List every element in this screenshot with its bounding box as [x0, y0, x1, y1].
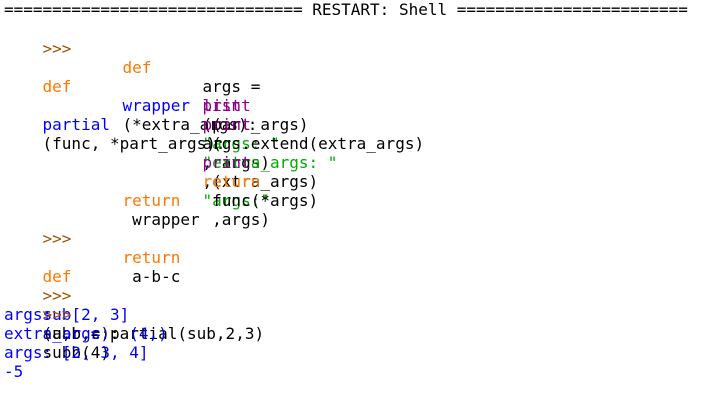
builtin-name: print: [202, 153, 251, 172]
stdout-line: args: [2, 3, 4]: [4, 343, 149, 362]
result-line: -5: [4, 362, 24, 381]
shell-line: >>> def partial (func, *part_args):: [42, 39, 226, 153]
string-literal: "args:": [202, 191, 270, 210]
input-line[interactable]: >>>: [4, 381, 72, 402]
restart-banner: =============================== RESTART:…: [4, 0, 688, 19]
prompt: >>>: [42, 229, 72, 248]
keyword: def: [122, 58, 152, 77]
shell-line: print ( "args: " , args): [202, 96, 280, 172]
prompt: >>>: [42, 305, 72, 324]
keyword: def: [42, 77, 72, 96]
shell-line: >>> def sub (a,b,c):: [42, 229, 120, 343]
function-name: sub: [42, 305, 72, 324]
shell-line: def wrapper (*extra_args):: [122, 58, 258, 134]
keyword: return: [122, 248, 181, 267]
shell-line: return func(*args): [202, 172, 319, 210]
prompt: >>>: [42, 39, 72, 58]
shell-line: >>> subb = partial(sub,2,3): [42, 286, 265, 343]
shell-line: return wrapper: [122, 191, 200, 229]
builtin-name: list: [202, 96, 242, 115]
stdout-line: args: [2, 3]: [4, 305, 130, 324]
prompt: >>>: [43, 400, 72, 402]
keyword: def: [42, 267, 72, 286]
function-name: wrapper: [122, 96, 190, 115]
shell-line: return a-b-c: [122, 248, 181, 286]
keyword: return: [122, 191, 181, 210]
string-literal: "extra_args: ": [202, 153, 338, 172]
function-name: partial: [42, 115, 110, 134]
stdout-line: extra_args: (4,): [4, 324, 168, 343]
shell-line: print ( "args:" ,args): [202, 153, 270, 229]
shell-line: args.extend(extra_args): [202, 134, 425, 153]
builtin-name: print: [202, 115, 251, 134]
prompt: >>>: [42, 286, 72, 305]
shell-line: args = list (part_args): [202, 77, 309, 134]
shell-line: print ( "extra_args: " ,extra_args): [202, 115, 338, 191]
shell-line: >>> subb(4): [42, 305, 110, 362]
string-literal: "args: ": [202, 134, 280, 153]
builtin-name: print: [202, 96, 251, 115]
keyword: return: [202, 172, 261, 191]
